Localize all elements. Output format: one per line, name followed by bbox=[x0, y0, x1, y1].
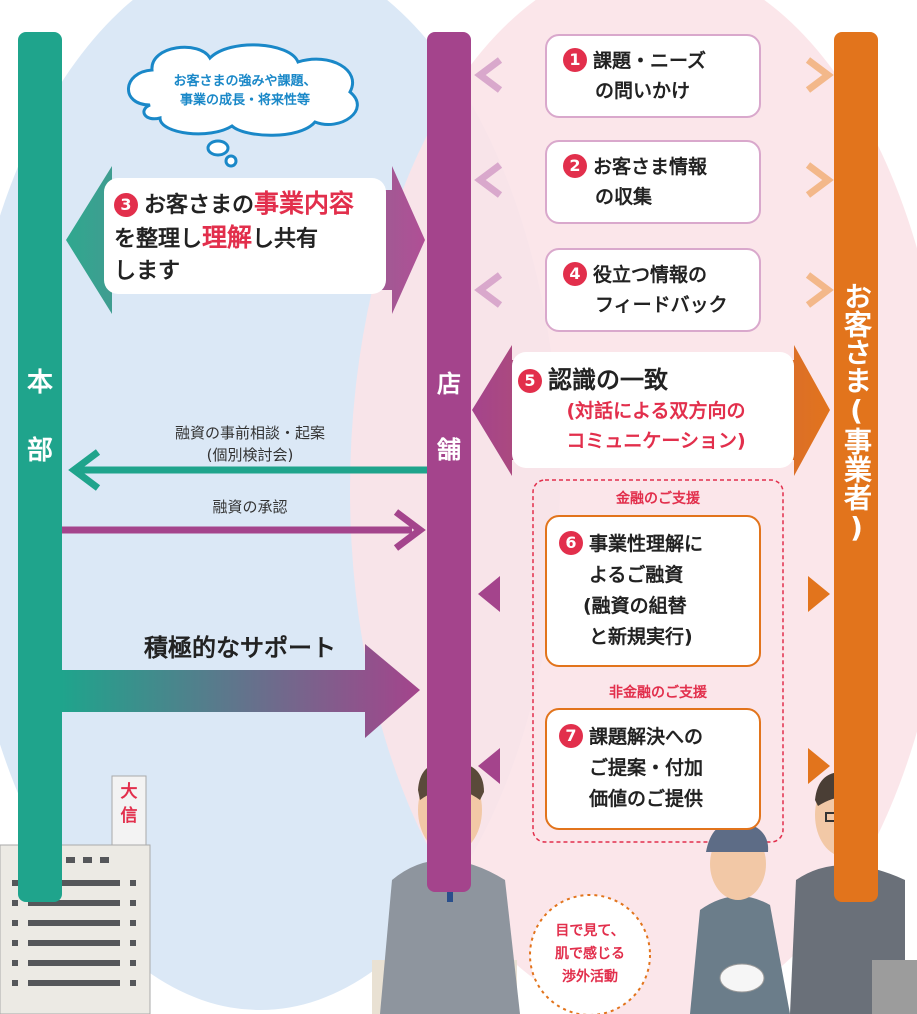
arrow-approval bbox=[60, 509, 426, 551]
building-sign: 大 信 bbox=[112, 780, 146, 828]
bubble-text: お客さまの強みや課題、 事業の成長・将来性等 bbox=[140, 72, 350, 110]
step3-text-d: 理解 bbox=[202, 223, 253, 252]
step2-box: 2 お客さま情報 の収集 bbox=[545, 140, 761, 224]
step7-line1: 課題解決への bbox=[589, 726, 704, 748]
step3-text-c: を整理し bbox=[114, 227, 203, 252]
step5-title: 認識の一致 bbox=[548, 366, 668, 394]
step2-line1: お客さま情報 bbox=[593, 156, 708, 178]
step4-box: 4 役立つ情報の フィードバック bbox=[545, 248, 761, 332]
finance-support-label: 金融のご支援 bbox=[616, 491, 700, 507]
step6-line2: よるご融資 bbox=[589, 564, 684, 586]
customer-illustration bbox=[690, 821, 790, 1014]
customer-label: お客さま(事業者) bbox=[840, 282, 873, 544]
nonfinance-support-label: 非金融のご支援 bbox=[609, 685, 707, 701]
step6-box: 6 事業性理解に よるご融資 (融資の組替 と新規実行) bbox=[545, 515, 761, 667]
support-frame bbox=[532, 479, 784, 843]
building-sign-2: 信 bbox=[120, 806, 138, 826]
step7-line3: 価値のご提供 bbox=[589, 788, 704, 810]
field-line3: 渉外活動 bbox=[562, 969, 618, 985]
tenpo-label-2: 舗 bbox=[437, 436, 461, 464]
step2-number: 2 bbox=[563, 154, 587, 178]
step4-line1: 役立つ情報の bbox=[593, 264, 708, 286]
field-line2: 肌で感じる bbox=[555, 946, 625, 962]
building-sign-1: 大 bbox=[120, 782, 138, 802]
step1-box: 1 課題・ニーズ の問いかけ bbox=[545, 34, 761, 118]
bubble-line2: 事業の成長・将来性等 bbox=[179, 93, 310, 108]
step5-line2: コミュニケーション) bbox=[566, 430, 746, 452]
step1-line1: 課題・ニーズ bbox=[593, 50, 707, 72]
step1-number: 1 bbox=[563, 48, 587, 72]
step3-text-a: お客さまの bbox=[144, 193, 255, 218]
consult-line2: (個別検討会) bbox=[206, 446, 294, 464]
bubble-line1: お客さまの強みや課題、 bbox=[173, 74, 317, 89]
honbu-label-2: 部 bbox=[26, 436, 53, 466]
field-activity-text: 目で見て、 肌で感じる 渉外活動 bbox=[530, 920, 650, 989]
step1-line2: の問いかけ bbox=[595, 80, 691, 102]
step7-box: 7 課題解決への ご提案・付加 価値のご提供 bbox=[545, 708, 761, 830]
step6-line3: (融資の組替 bbox=[583, 595, 687, 617]
thought-bubble bbox=[127, 43, 359, 168]
step3-text-b: 事業内容 bbox=[254, 189, 355, 218]
tenpo-column bbox=[427, 32, 471, 892]
customer-column bbox=[834, 32, 878, 902]
approval-label: 融資の承認 bbox=[212, 498, 288, 516]
honbu-column bbox=[18, 32, 62, 902]
consult-line1: 融資の事前相談・起案 bbox=[174, 424, 325, 442]
step7-number: 7 bbox=[559, 724, 583, 748]
step3-text-e: し共有 bbox=[252, 227, 319, 252]
honbu-label-1: 本 bbox=[26, 368, 53, 398]
step6-line1: 事業性理解に bbox=[589, 533, 704, 555]
step3-number: 3 bbox=[114, 193, 138, 217]
arrow-consult bbox=[68, 449, 428, 491]
step3-text-f: します bbox=[114, 259, 181, 284]
step4-line2: フィードバック bbox=[595, 294, 728, 316]
step4-number: 4 bbox=[563, 262, 587, 286]
step6-line4: と新規実行) bbox=[589, 626, 693, 648]
tenpo-label-1: 店 bbox=[437, 370, 461, 398]
arrow-support bbox=[62, 644, 420, 738]
field-line1: 目で見て、 bbox=[555, 923, 625, 939]
step2-line2: の収集 bbox=[595, 186, 653, 208]
step6-number: 6 bbox=[559, 531, 583, 555]
field-activity-circle bbox=[529, 894, 651, 1014]
step5-line1: (対話による双方向の bbox=[566, 400, 746, 422]
consult-label: 融資の事前相談・起案 (個別検討会) bbox=[130, 422, 370, 466]
support-label: 積極的なサポート bbox=[144, 634, 336, 662]
step5-number: 5 bbox=[518, 369, 542, 393]
step7-line2: ご提案・付加 bbox=[589, 757, 704, 779]
